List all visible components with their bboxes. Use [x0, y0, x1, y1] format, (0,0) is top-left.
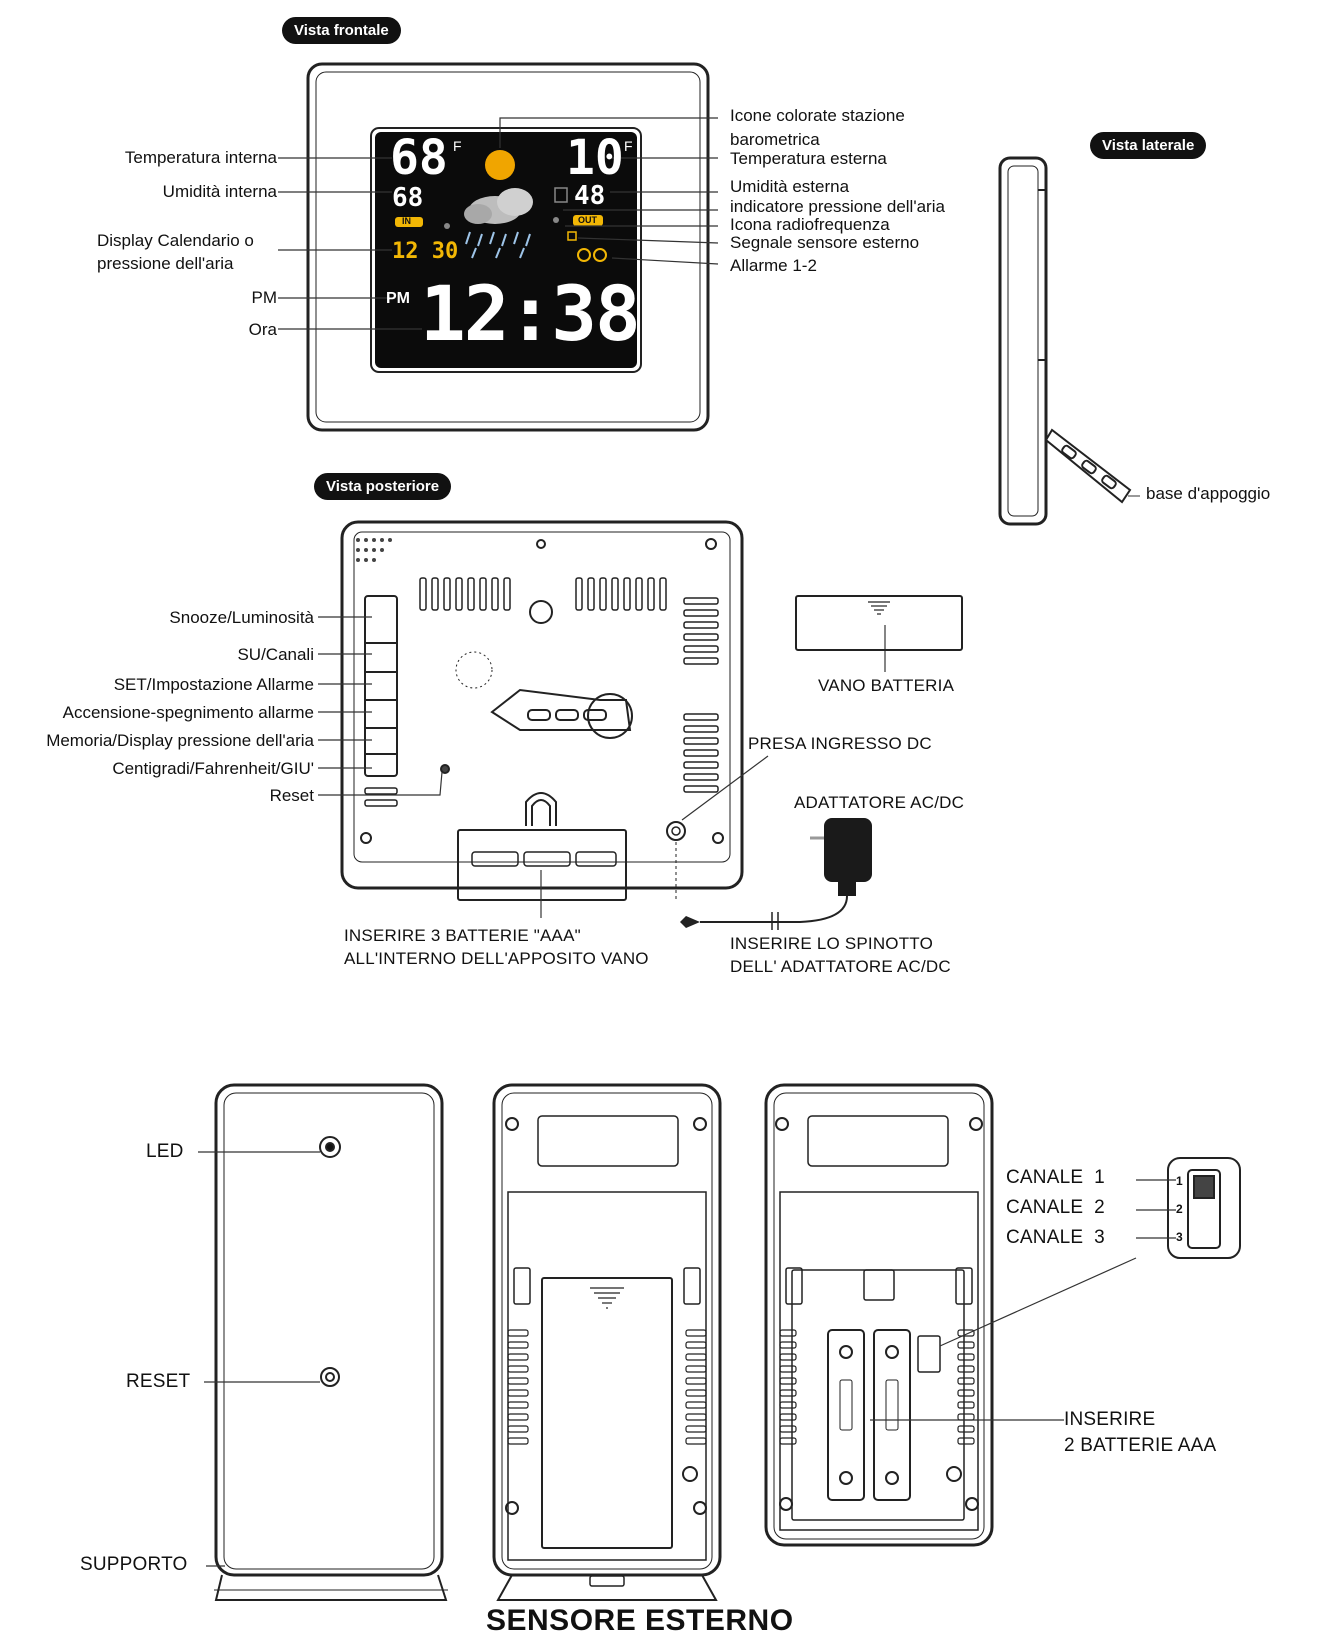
- battery-cover: [795, 595, 963, 651]
- lcd-temp-outdoor: 10: [566, 130, 624, 186]
- speaker-grille: [455, 651, 493, 689]
- rear-view-device: [340, 520, 744, 902]
- rf-icon: [554, 187, 568, 203]
- lcd-hum-outdoor: 48: [574, 181, 606, 211]
- label-base-appoggio: base d'appoggio: [1146, 484, 1271, 503]
- sensor-front: [214, 1083, 448, 1601]
- reset-pin: [440, 764, 450, 774]
- label-segnale-sensore: Segnale sensore esterno: [730, 233, 920, 252]
- side-view-device: [998, 156, 1132, 526]
- label-icone-1: Icone colorate stazione: [730, 106, 905, 125]
- label-led: LED: [146, 1141, 184, 1162]
- label-spinotto-1: INSERIRE LO SPINOTTO: [730, 934, 934, 953]
- lcd-temp-outdoor-unit: F: [624, 138, 633, 154]
- svg-text:1: 1: [1176, 1174, 1183, 1188]
- front-lcd-screen: [370, 127, 642, 373]
- label-adattatore: ADATTATORE AC/DC: [794, 793, 965, 812]
- svg-text:3: 3: [1176, 1230, 1183, 1244]
- label-inserire-2-batterie-1: INSERIRE: [1064, 1409, 1156, 1430]
- channel-switch-detail: 1 2 3: [1167, 1157, 1241, 1259]
- label-inserire-batt-2: ALL'INTERNO DELL'APPOSITO VANO: [344, 949, 649, 968]
- keyhole-hanger: [529, 600, 553, 624]
- rain-icon: [465, 231, 531, 259]
- led-dot: [325, 1142, 335, 1152]
- label-set: SET/Impostazione Allarme: [113, 675, 314, 694]
- lcd-calendar: 12 30: [392, 239, 459, 264]
- ac-adapter: [680, 818, 872, 930]
- label-pm: PM: [251, 288, 278, 307]
- sensor-back-open: [764, 1083, 994, 1547]
- label-su-canali: SU/Canali: [237, 645, 314, 664]
- label-vano-batteria: VANO BATTERIA: [818, 676, 955, 695]
- lcd-out-badge-text: OUT: [578, 215, 597, 225]
- label-temp-esterna: Temperatura esterna: [730, 149, 887, 168]
- front-view-title: Vista frontale: [282, 17, 401, 44]
- label-sensor-reset: RESET: [126, 1371, 191, 1392]
- label-umid-interna: Umidità interna: [162, 182, 277, 201]
- label-umid-esterna: Umidità esterna: [730, 177, 850, 196]
- sensor-title: SENSORE ESTERNO: [486, 1604, 794, 1637]
- cloud-icon: [464, 188, 533, 224]
- stand-leg: [1044, 428, 1132, 504]
- usb-logo-area: [525, 792, 557, 826]
- sun-icon: [485, 150, 515, 180]
- pressure-dot-icon: [444, 223, 450, 229]
- label-display-cal-2: pressione dell'aria: [97, 254, 234, 273]
- label-ora: Ora: [248, 320, 277, 339]
- rear-battery-compartment: [457, 829, 627, 901]
- label-accensione: Accensione-spegnimento allarme: [62, 703, 314, 722]
- label-canale-3: CANALE 3: [1006, 1227, 1105, 1248]
- label-temp-interna: Temperatura interna: [124, 148, 277, 167]
- label-icone-2: barometrica: [730, 130, 820, 149]
- label-allarme: Allarme 1-2: [730, 256, 817, 275]
- rear-button-strip: [364, 595, 398, 777]
- label-supporto: SUPPORTO: [80, 1554, 188, 1575]
- label-memoria: Memoria/Display pressione dell'aria: [46, 731, 314, 750]
- front-leader-lines: [278, 117, 719, 330]
- rear-view-title: Vista posteriore: [314, 473, 452, 500]
- label-display-cal-1: Display Calendario o: [97, 231, 254, 250]
- label-canale-2: CANALE 2: [1006, 1197, 1105, 1218]
- label-canale-1: CANALE 1: [1006, 1167, 1105, 1188]
- lcd-temp-indoor: 68: [390, 130, 448, 186]
- front-view-device: [306, 62, 710, 432]
- label-icona-rf: Icona radiofrequenza: [730, 215, 890, 234]
- dc-jack: [666, 821, 686, 841]
- label-presa-dc: PRESA INGRESSO DC: [748, 734, 932, 753]
- out-badge: [573, 215, 603, 226]
- side-view-title: Vista laterale: [1090, 132, 1207, 159]
- lcd-hum-indoor: 68: [392, 183, 424, 213]
- label-inserire-2-batterie-2: 2 BATTERIE AAA: [1064, 1435, 1217, 1456]
- lcd-temp-indoor-unit: F: [453, 138, 462, 154]
- alarm-icons: [577, 248, 607, 262]
- in-badge: [395, 217, 423, 227]
- lcd-in-badge-text: IN: [402, 216, 411, 226]
- label-ind-pressione: indicatore pressione dell'aria: [730, 197, 945, 216]
- lcd-pm-indicator: PM: [386, 290, 410, 307]
- svg-text:2: 2: [1176, 1202, 1183, 1216]
- label-reset: Reset: [269, 786, 314, 805]
- sensor-back-closed: [492, 1083, 722, 1601]
- label-centigradi: Centigradi/Fahrenheit/GIU': [112, 759, 314, 778]
- label-spinotto-2: DELL' ADATTATORE AC/DC: [730, 957, 951, 976]
- lcd-time: 12:38: [420, 269, 641, 358]
- rear-leader-lines: [318, 616, 886, 918]
- label-snooze: Snooze/Luminosità: [169, 608, 314, 627]
- rear-stand-folded: [490, 688, 633, 739]
- label-inserire-batt-1: INSERIRE 3 BATTERIE "AAA": [344, 926, 581, 945]
